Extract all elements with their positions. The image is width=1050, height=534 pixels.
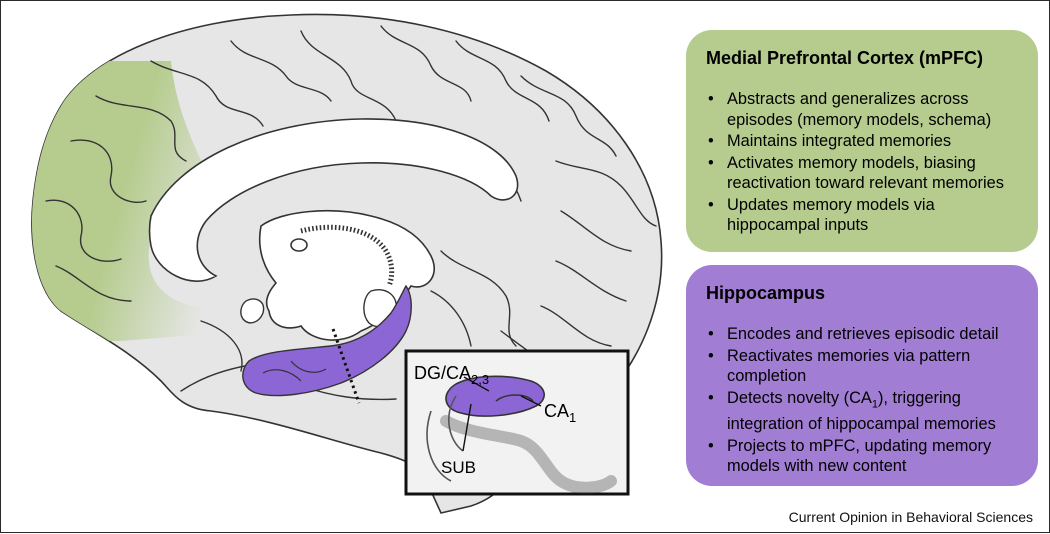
mpfc-bullet-line: Activates memory models, biasing: [727, 153, 976, 172]
mpfc-bullet: •Maintains integrated memories: [708, 132, 952, 150]
hippocampus-title: Hippocampus: [706, 283, 826, 303]
mpfc-region: [31, 61, 247, 341]
corpus-callosum: [148, 118, 519, 282]
fornix: [300, 224, 395, 287]
hippocampus-bullet: •Encodes and retrieves episodic detail: [708, 325, 999, 343]
inset-box: [404, 349, 630, 496]
cross-section-line: [331, 328, 361, 404]
anterior-commissure: [290, 238, 308, 252]
journal-credit: Current Opinion in Behavioral Sciences: [788, 509, 1033, 525]
mpfc-title: Medial Prefrontal Cortex (mPFC): [706, 48, 984, 68]
hippocampus-bullet-line: Reactivates memories via pattern: [727, 346, 971, 365]
hippocampus-panel: Hippocampus •Encodes and retrieves episo…: [686, 265, 1038, 486]
mpfc-bullet-line: reactivation toward relevant memories: [727, 174, 1004, 192]
ca1-label: CA1: [544, 401, 576, 425]
hippocampus-bullet-line: integration of hippocampal memories: [727, 415, 996, 434]
midbrain-outline: [240, 298, 265, 324]
mpfc-bullet-line: episodes (memory models, schema): [727, 110, 992, 129]
dg-ca-label: DG/CA2,3: [414, 363, 489, 387]
hippocampus-bullet-line: models with new content: [727, 457, 907, 476]
mpfc-panel: Medial Prefrontal Cortex (mPFC) •Abstrac…: [686, 30, 1038, 252]
hippocampus-bullet-line: Projects to mPFC, updating memory: [727, 436, 992, 455]
sub-label: SUB: [441, 458, 476, 477]
hippocampus-bullet-list: •Encodes and retrieves episodic detail •…: [706, 324, 1018, 477]
hippocampus-bullet-line: Detects novelty (CA1), triggering: [727, 388, 961, 410]
hippocampus-bullet-line: completion: [727, 367, 807, 385]
mpfc-bullet-line: Updates memory models via: [727, 195, 935, 214]
brain-diagram: DG/CA2,3 CA1 SUB: [31, 13, 663, 514]
inset-hippocampus-cross-section: [426, 375, 617, 494]
mpfc-bullet-line: Abstracts and generalizes across: [727, 90, 969, 108]
hippocampus-detail: [262, 360, 327, 382]
mpfc-bullet-line: Maintains integrated memories: [727, 132, 952, 150]
hippocampus-bullet-line: Encodes and retrieves episodic detail: [727, 325, 999, 343]
hippocampus-region: [242, 284, 412, 397]
mpfc-bullet-line: hippocampal inputs: [727, 216, 869, 234]
